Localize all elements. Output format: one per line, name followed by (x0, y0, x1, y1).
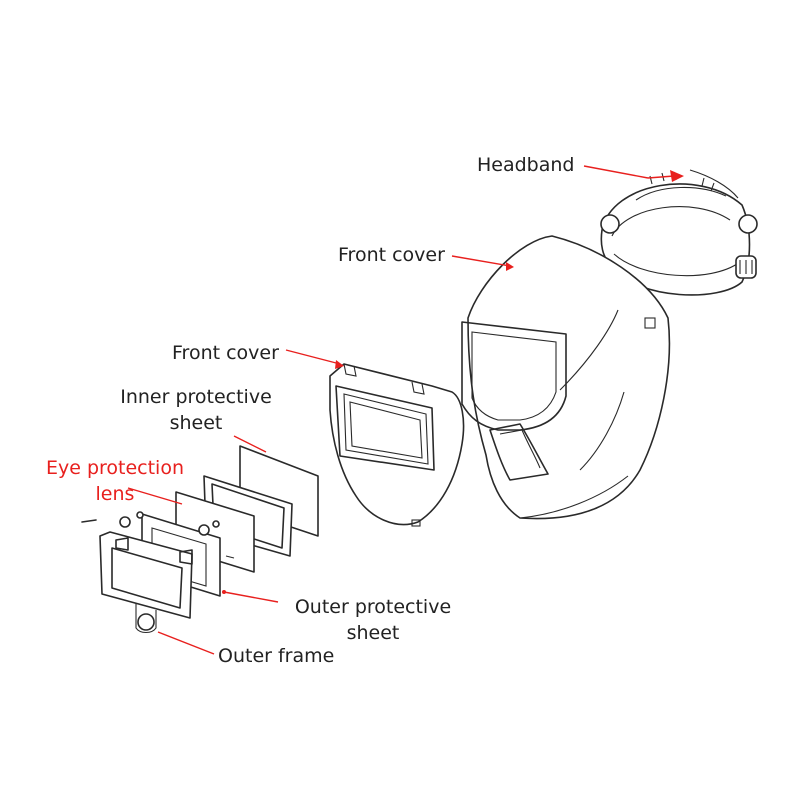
label-eye-protection-lens: Eye protection lens (36, 455, 194, 507)
outer-frame-part (99, 531, 193, 634)
cartridge-cover-part (329, 363, 465, 527)
label-outer-protective-sheet-line1: Outer protective (294, 596, 452, 618)
label-inner-protective-sheet-line1: Inner protective (120, 386, 272, 408)
label-eye-protection-lens-line2: lens (95, 483, 135, 505)
label-outer-protective-sheet-line2: sheet (346, 622, 400, 644)
label-inner-protective-sheet: Inner protective sheet (110, 384, 282, 436)
label-outer-protective-sheet: Outer protective sheet (280, 594, 466, 646)
label-eye-protection-lens-line1: Eye protection (45, 457, 185, 479)
label-front-cover-helmet: Front cover (338, 244, 445, 266)
helmet-shell-part (461, 235, 671, 520)
label-headband: Headband (477, 154, 575, 176)
label-outer-frame: Outer frame (218, 645, 335, 667)
fasteners-part (81, 511, 235, 559)
label-inner-protective-sheet-line2: sheet (169, 412, 223, 434)
leader-lines (127, 165, 684, 655)
label-front-cover-cartridge: Front cover (172, 342, 279, 364)
